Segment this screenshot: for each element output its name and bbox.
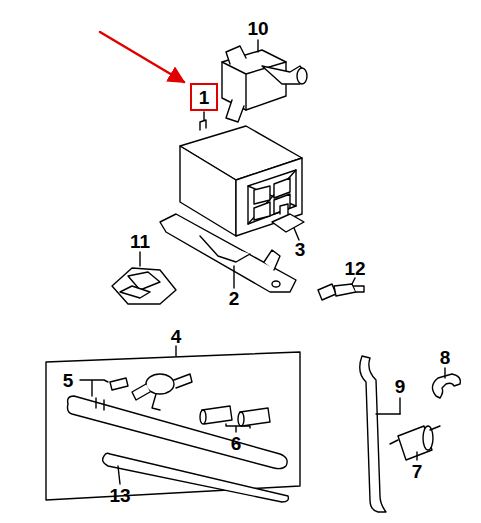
leader-line: [376, 413, 400, 414]
leader-line: [352, 278, 355, 284]
callout-number: 2: [229, 289, 240, 308]
leader-line: [80, 380, 108, 396]
leader-line: [294, 228, 299, 240]
callout-number: 12: [344, 259, 365, 278]
filter: [390, 426, 440, 460]
callout-number: 13: [109, 486, 130, 505]
check-valve: [132, 374, 192, 410]
sensor: [318, 284, 364, 300]
leader-line: [233, 266, 234, 288]
wiring-connector: [112, 268, 176, 304]
leader-line: [226, 424, 250, 432]
vacuum-hose: [68, 378, 288, 469]
leader-line: [444, 368, 445, 378]
callout-number: 7: [412, 462, 423, 481]
callout-number: 9: [395, 377, 406, 396]
leader-line: [399, 398, 400, 414]
short-hoses: [200, 406, 270, 426]
purge-solenoid: [222, 46, 307, 122]
leader-line: [139, 252, 140, 266]
callout-number: 5: [63, 371, 74, 390]
pointer-arrow: [100, 32, 184, 82]
callout-number: 3: [295, 240, 306, 259]
callout-number: 8: [440, 348, 451, 367]
callout-box: 1: [190, 83, 218, 111]
leader-line: [118, 466, 120, 484]
leader-line: [257, 40, 258, 52]
leader-line: [203, 112, 204, 120]
callout-number: 4: [171, 327, 182, 346]
canister-bracket: [160, 214, 296, 292]
long-hose: [360, 356, 386, 512]
callout-number: 1: [199, 88, 210, 107]
elbow-hose: [432, 374, 460, 398]
leader-line: [416, 452, 417, 460]
leader-line: [175, 346, 176, 356]
retainer-clip: [272, 204, 304, 232]
callout-number: 6: [231, 434, 242, 453]
callout-number: 11: [130, 232, 150, 251]
callout-number: 10: [247, 19, 268, 38]
